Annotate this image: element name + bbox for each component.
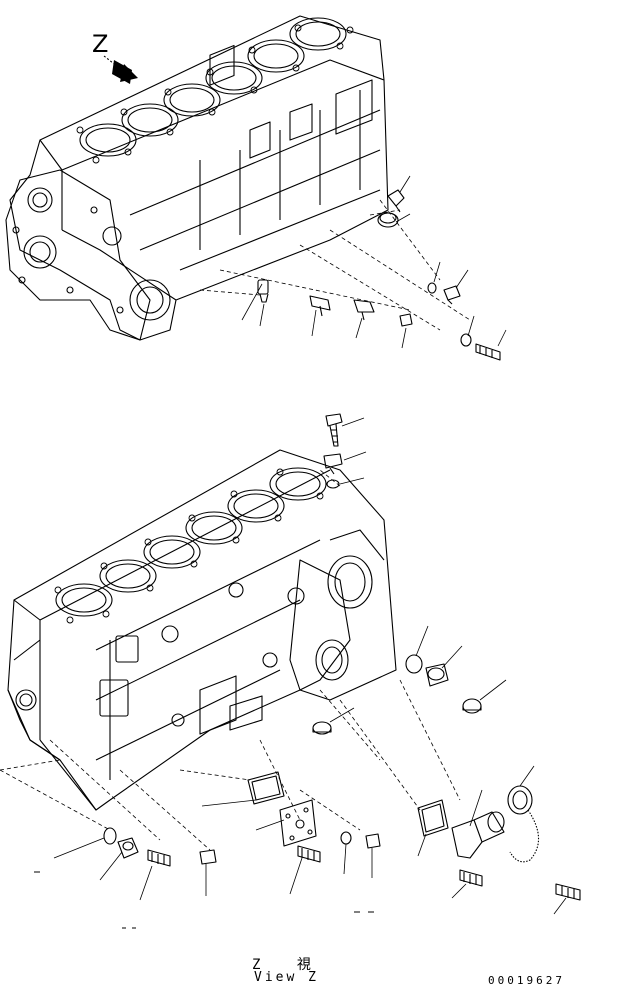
cylinder-block-bottom	[8, 450, 396, 810]
drawing-number: 00019627	[488, 974, 565, 987]
plug-parts-bottom	[104, 414, 580, 900]
leader-lines-top	[242, 176, 506, 348]
view-z-letter: Z	[92, 30, 109, 58]
cylinder-block-top	[6, 16, 388, 340]
cylinder-bores-top	[80, 18, 346, 156]
leader-lines-bottom	[54, 418, 566, 914]
callout-dashes	[34, 872, 374, 928]
view-caption-english: View Z	[254, 970, 319, 985]
view-z-arrow	[104, 56, 138, 84]
explode-lines-bottom	[0, 470, 460, 850]
cylinder-bores-bottom	[56, 468, 326, 616]
plug-parts-top	[258, 190, 500, 360]
view-caption-japanese: Z 視	[252, 957, 325, 973]
